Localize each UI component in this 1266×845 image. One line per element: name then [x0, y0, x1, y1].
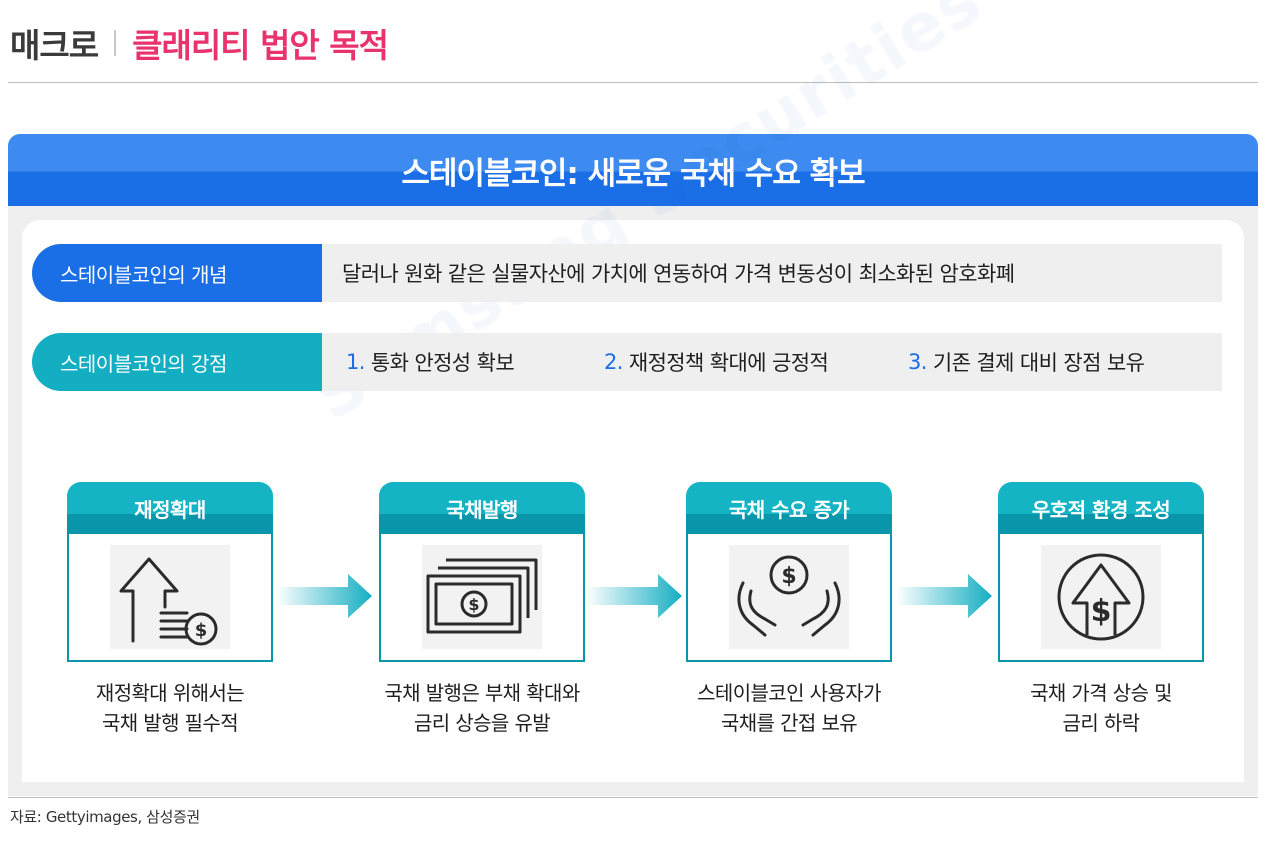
- page-title: 클래리티 법안 목적: [132, 26, 389, 65]
- step-description: 국채 발행은 부채 확대와 금리 상승을 유발: [384, 681, 580, 735]
- concept-text: 달러나 원화 같은 실물자산에 가치에 연동하여 가격 변동성이 최소화된 암호…: [342, 262, 1015, 286]
- svg-text:$: $: [468, 595, 479, 614]
- step-description: 스테이블코인 사용자가 국채를 간접 보유: [697, 681, 881, 735]
- header-divider: [114, 30, 117, 56]
- step-icon-box: $: [998, 534, 1204, 662]
- step-icon-box: $: [67, 534, 273, 662]
- step-icon-box: $: [686, 534, 892, 662]
- hands-coin-icon: $: [737, 555, 841, 637]
- svg-text:$: $: [1091, 594, 1112, 629]
- step-description: 국채 가격 상승 및 금리 하락: [1030, 681, 1172, 735]
- step-title: 국채발행: [379, 482, 585, 534]
- svg-text:$: $: [195, 620, 208, 641]
- footer-rule: [8, 797, 1258, 798]
- step-title: 우호적 환경 조성: [998, 482, 1204, 534]
- strength-text: 재정정책 확대에 긍정적: [628, 351, 829, 375]
- step-card-bond-issuance: 국채발행 $: [379, 482, 585, 662]
- strengths-body: 1. 통화 안정성 확보 2. 재정정책 확대에 긍정적 3. 기존 결제 대비…: [310, 333, 1222, 391]
- arrow-up-coins-icon: $: [119, 557, 218, 646]
- strength-number: 2.: [604, 350, 623, 374]
- strength-item-2: 2. 재정정책 확대에 긍정적: [604, 333, 829, 391]
- concept-label: 스테이블코인의 개념: [32, 244, 322, 302]
- source-note: 자료: Gettyimages, 삼성증권: [10, 808, 200, 826]
- step-card-fiscal-expansion: 재정확대 $: [67, 482, 273, 662]
- banknotes-icon: $: [426, 558, 538, 634]
- step-card-bond-demand: 국채 수요 증가 $: [686, 482, 892, 662]
- strength-item-1: 1. 통화 안정성 확보: [346, 333, 515, 391]
- panel-title: 스테이블코인: 새로운 국채 수요 확보: [401, 155, 865, 192]
- step-card-favorable-environment: 우호적 환경 조성 $: [998, 482, 1204, 662]
- strength-text: 기존 결제 대비 장점 보유: [932, 351, 1145, 375]
- flow-arrow-icon: [896, 574, 992, 618]
- dollar-arrow-up-icon: $: [1057, 553, 1145, 641]
- strength-number: 1.: [346, 350, 365, 374]
- section-label: 매크로: [10, 26, 99, 65]
- strengths-label: 스테이블코인의 강점: [32, 333, 322, 391]
- strength-number: 3.: [908, 350, 927, 374]
- panel-banner: 스테이블코인: 새로운 국채 수요 확보: [8, 134, 1258, 206]
- svg-text:$: $: [781, 564, 796, 589]
- strength-item-3: 3. 기존 결제 대비 장점 보유: [908, 333, 1145, 391]
- concept-body: 달러나 원화 같은 실물자산에 가치에 연동하여 가격 변동성이 최소화된 암호…: [310, 244, 1222, 302]
- page-header: 매크로 클래리티 법안 목적: [10, 18, 389, 68]
- flow-arrow-icon: [586, 574, 682, 618]
- step-title: 국채 수요 증가: [686, 482, 892, 534]
- step-description: 재정확대 위해서는 국채 발행 필수적: [95, 681, 245, 735]
- header-rule: [8, 82, 1258, 83]
- step-icon-box: $: [379, 534, 585, 662]
- flow-arrow-icon: [276, 574, 372, 618]
- step-title: 재정확대: [67, 482, 273, 534]
- strength-text: 통화 안정성 확보: [370, 351, 515, 375]
